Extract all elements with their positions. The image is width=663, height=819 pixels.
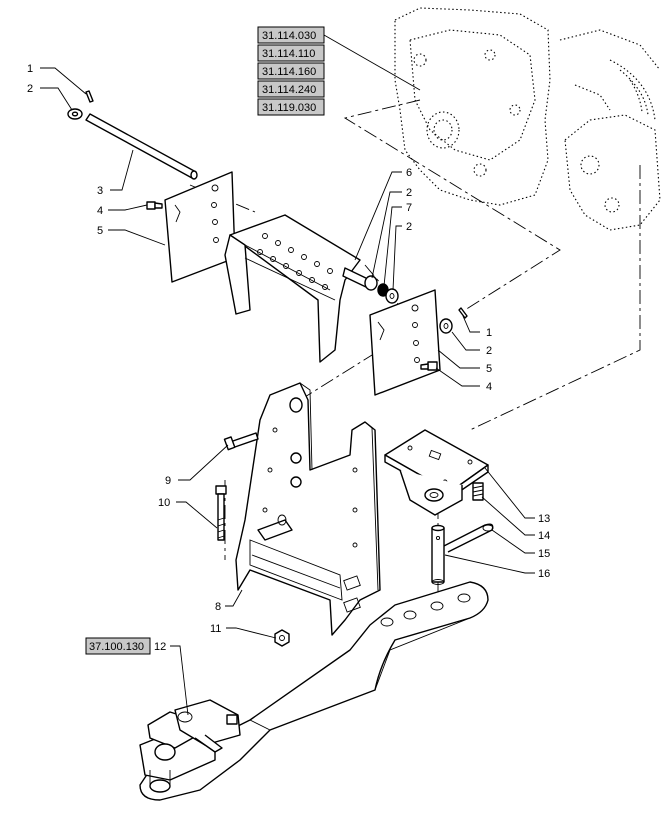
callout-8: 8	[215, 601, 221, 613]
callout-16: 16	[538, 568, 550, 580]
bolt-right	[420, 361, 438, 371]
side-plate-left	[164, 171, 236, 283]
callout-15: 15	[538, 548, 550, 560]
side-plate-right	[369, 289, 441, 396]
bolt-upper-left	[146, 201, 163, 210]
nut-11	[274, 629, 290, 647]
callout-numbers: 1 2 3 4 5 6 2 7 2 1 2 5 4 9 10 8 11 12 1…	[27, 63, 550, 653]
callout-2-b: 2	[406, 187, 412, 199]
split-pin-right	[458, 307, 468, 319]
ref-label-2: 31.114.110	[262, 48, 315, 60]
callout-1: 1	[27, 63, 33, 75]
callout-10: 10	[158, 497, 170, 509]
pin-16	[431, 524, 445, 585]
ref-box-5	[257, 98, 325, 116]
bolt-10	[215, 485, 227, 541]
drawbar	[139, 581, 489, 801]
washer-right	[385, 288, 399, 304]
bolt-14	[472, 482, 484, 501]
callout-11: 11	[210, 623, 221, 635]
ref-box-3	[257, 62, 325, 80]
callout-2: 2	[27, 83, 33, 95]
ref-leader	[323, 34, 421, 91]
bracket-holes	[257, 233, 333, 290]
callout-2-c: 2	[406, 221, 412, 233]
callout-7: 7	[406, 202, 412, 214]
transmission-housing	[394, 7, 661, 231]
main-frame	[235, 382, 381, 636]
ref-label-3: 31.114.160	[262, 66, 316, 78]
callout-14: 14	[538, 530, 550, 542]
mounting-bracket	[224, 214, 371, 363]
coupler-bracket	[384, 429, 489, 516]
callout-5-b: 5	[486, 363, 492, 375]
ref-box-4	[257, 80, 325, 98]
callout-12: 12	[154, 641, 166, 653]
ref-label-4: 31.114.240	[262, 84, 316, 96]
washer-middle	[364, 275, 378, 291]
bolt-9	[223, 432, 259, 451]
callout-13: 13	[538, 513, 550, 525]
ref-label-5: 31.119.030	[262, 102, 316, 114]
washer-upper-left	[67, 108, 83, 120]
ref-box-6	[85, 637, 151, 655]
callout-4: 4	[97, 205, 103, 217]
callout-1-b: 1	[486, 327, 492, 339]
ref-label-6: 37.100.130	[89, 641, 144, 653]
split-pin-upper-left	[85, 90, 94, 103]
callout-leaders	[40, 67, 535, 716]
callout-4-b: 4	[486, 381, 492, 393]
ref-box-2	[257, 44, 325, 62]
callout-9: 9	[165, 475, 171, 487]
callout-6: 6	[406, 167, 412, 179]
callout-2-d: 2	[486, 345, 492, 357]
spring-clip	[439, 523, 494, 553]
pin-rod	[85, 113, 198, 180]
washer-far-right	[439, 318, 453, 334]
reference-boxes: 31.114.030 31.114.110 31.114.160 31.114.…	[85, 26, 421, 655]
ref-label-1: 31.114.030	[262, 30, 316, 42]
callout-5: 5	[97, 225, 103, 237]
callout-3: 3	[97, 185, 103, 197]
